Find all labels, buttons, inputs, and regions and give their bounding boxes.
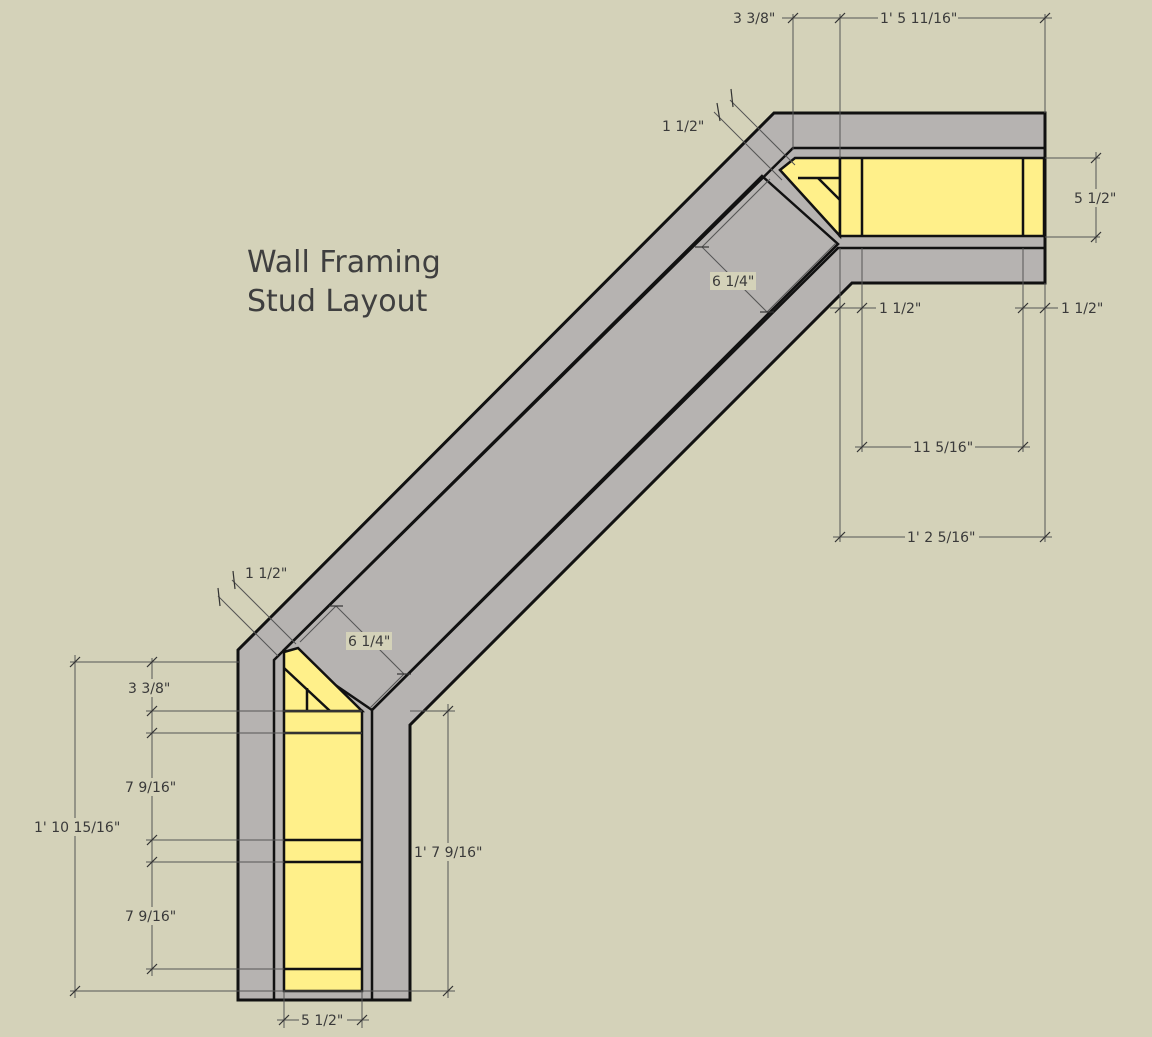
dim-tick <box>856 441 868 453</box>
diag-dim-line <box>713 111 783 181</box>
diag-dim-line <box>231 579 297 645</box>
dim-tick <box>787 12 799 24</box>
dim-label-left-inner-overall: 1' 7 9/16" <box>414 845 482 861</box>
dim-tick <box>69 656 81 668</box>
dim-label-right-overall: 1' 2 5/16" <box>907 530 975 546</box>
dim-tick <box>146 705 158 717</box>
left-stud-column <box>282 709 364 993</box>
dim-label-right-wall-width: 5 1/2" <box>1074 191 1116 207</box>
dim-tick <box>232 570 236 590</box>
dim-tick <box>1017 302 1029 314</box>
dim-label-top-diag-width: 6 1/4" <box>712 274 754 290</box>
title-line-2: Stud Layout <box>247 284 428 319</box>
dim-label-bottom-diag-width: 6 1/4" <box>348 634 390 650</box>
dim-tick <box>442 985 454 997</box>
bottom-inner-sheathing <box>370 246 1045 1000</box>
bottom-diagonal-dimensions: 1 1/2" 6 1/4" <box>217 566 411 709</box>
dim-label-right-between: 11 5/16" <box>913 440 973 456</box>
left-stud-assembly <box>282 646 366 993</box>
dim-tick <box>217 587 221 607</box>
dim-tick <box>834 12 846 24</box>
dim-tick <box>146 834 158 846</box>
dim-label-bottom-wall-width: 5 1/2" <box>301 1013 343 1029</box>
dim-label-right-plate-right: 1 1/2" <box>1061 301 1103 317</box>
dim-tick <box>146 727 158 739</box>
right-corner-diag <box>817 177 841 201</box>
dim-label-left-spacing-1: 7 9/16" <box>125 780 176 796</box>
title-line-1: Wall Framing <box>247 245 441 280</box>
dim-tick <box>1017 441 1029 453</box>
dim-label-top-diag-plate: 1 1/2" <box>662 119 704 135</box>
dim-label-bottom-diag-plate: 1 1/2" <box>245 566 287 582</box>
dim-tick <box>442 705 454 717</box>
dim-tick <box>730 88 734 108</box>
right-stud-row <box>838 156 1046 238</box>
ext-line <box>766 242 837 313</box>
dim-tick <box>856 302 868 314</box>
dim-tick <box>146 656 158 668</box>
dim-label-left-overall: 1' 10 15/16" <box>34 820 120 836</box>
dim-tick <box>146 856 158 868</box>
dim-tick <box>1090 231 1102 243</box>
dim-label-left-spacing-2: 7 9/16" <box>125 909 176 925</box>
dim-tick <box>356 1014 368 1026</box>
top-inner-sheathing <box>272 146 1045 1000</box>
dim-label-left-top-offset: 3 3/8" <box>128 681 170 697</box>
left-dimensions: 3 3/8" 7 9/16" 7 9/16" 1' 10 15/16" 1' 7… <box>32 655 484 1029</box>
right-bottom-dimensions: 1 1/2" 1 1/2" 11 5/16" 1' 2 5/16" <box>830 248 1103 546</box>
diag-dim-line <box>729 99 796 166</box>
dim-tick <box>1039 12 1051 24</box>
ext-line <box>369 673 405 709</box>
dim-tick <box>1090 152 1102 164</box>
dim-tick <box>1039 302 1051 314</box>
dim-tick <box>69 985 81 997</box>
dim-label-right-plate-left: 1 1/2" <box>879 301 921 317</box>
dim-tick <box>278 1014 290 1026</box>
diag-dim-line <box>217 595 279 657</box>
ext-line <box>299 605 337 643</box>
right-stud-assembly <box>778 156 1046 240</box>
dim-label-top-overall: 1' 5 11/16" <box>880 11 957 27</box>
dim-tick <box>1039 531 1051 543</box>
diagonal-wall-cavity <box>282 174 840 712</box>
dim-tick <box>146 963 158 975</box>
top-dimensions: 3 3/8" 1' 5 11/16" 1 1/2" 5 1/2" 6 1/4" <box>662 9 1120 313</box>
dim-tick <box>834 302 846 314</box>
dim-label-top-left-offset: 3 3/8" <box>733 11 775 27</box>
diagram-title: Wall Framing Stud Layout <box>247 245 441 319</box>
dim-tick <box>834 531 846 543</box>
ext-line <box>701 178 771 248</box>
dim-tick <box>716 102 721 122</box>
